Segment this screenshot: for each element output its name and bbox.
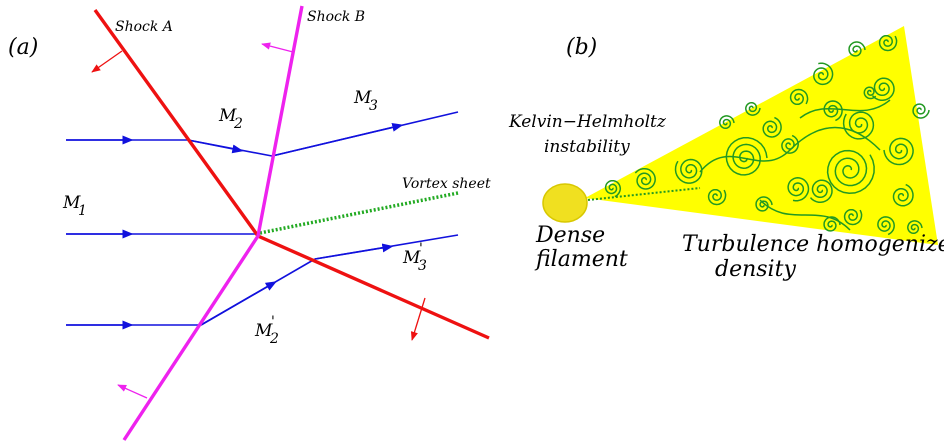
eddy-spiral-icon [813, 62, 834, 86]
m2-subscript: 2 [233, 116, 243, 132]
mach-m2-prime-label: M 2 ' [254, 314, 279, 347]
kh-label-line1: Kelvin−Helmholtz [508, 112, 667, 132]
streamlines [66, 111, 459, 330]
m1-subscript: 1 [78, 203, 87, 219]
eddy-group [604, 34, 930, 236]
shock-b [117, 5, 304, 441]
eddy-spiral-icon [719, 115, 735, 130]
vortex-sheet-line [259, 191, 459, 235]
eddy-spiral-icon [823, 100, 843, 122]
mach-m3-label: M 3 [353, 88, 378, 114]
filament-axis [587, 187, 701, 201]
eddy-spiral-icon [809, 179, 833, 204]
eddy-spiral-icon [755, 196, 773, 212]
mach-m1-label: M 1 [62, 193, 87, 219]
shock-a-label: Shock A [115, 19, 173, 35]
panel-b-tag: (b) [566, 35, 597, 60]
m3p-symbol: M [402, 248, 421, 268]
eddy-spiral-icon [863, 86, 877, 100]
eddy-spiral-icon [871, 77, 895, 102]
kh-label-line2: instability [544, 137, 630, 157]
eddy-spiral-icon [745, 101, 761, 116]
mach-m3-prime-label: M 3 ' [402, 241, 427, 274]
eddy-spiral-icon [762, 116, 782, 138]
eddy-spiral-icon [707, 188, 727, 206]
eddy-spiral-icon [823, 216, 841, 232]
turbulence-label-line1: Turbulence homogenizes [682, 232, 944, 257]
eddy-spiral-icon [912, 103, 930, 119]
shock-b-lower-normal-arrow-icon [117, 384, 148, 399]
eddy-wave-line [759, 199, 851, 231]
m2-symbol: M [218, 106, 237, 126]
eddy-wave-line [799, 99, 891, 119]
panel-a-tag: (a) [8, 35, 38, 60]
shock-a-lower-normal-arrow-icon [410, 297, 426, 341]
eddy-spiral-icon [848, 41, 866, 57]
eddy-spiral-icon [789, 88, 809, 106]
dense-filament-blob [542, 183, 588, 223]
eddy-spiral-icon [781, 134, 799, 154]
flow-arrowhead-icon [314, 243, 394, 260]
shock-a-normal-arrow-icon [91, 50, 123, 73]
eddy-spiral-icon [877, 216, 895, 236]
m3-symbol: M [353, 88, 372, 108]
panel-b: (b) Kelvin−Helmholtz instability Dense f… [508, 26, 944, 282]
shock-b-normal-arrow-icon [261, 42, 294, 53]
eddy-spiral-icon [843, 208, 863, 226]
eddy-spiral-icon [604, 179, 622, 198]
m3p-subscript: 3 [418, 258, 427, 274]
eddy-spiral-icon [787, 177, 810, 202]
vortex-sheet-label: Vortex sheet [402, 176, 491, 192]
m2p-subscript: 2 [269, 331, 279, 347]
eddy-spiral-icon [826, 149, 875, 195]
m1-symbol: M [62, 193, 81, 213]
eddy-spiral-icon [634, 167, 656, 190]
m3-subscript: 3 [369, 98, 378, 114]
eddy-spiral-icon [907, 220, 923, 235]
flow-arrowhead-icon [200, 281, 277, 326]
eddy-wave-line [699, 126, 881, 173]
eddy-spiral-icon [878, 34, 898, 52]
shock-b-label: Shock B [307, 9, 365, 25]
eddy-spiral-icon [674, 158, 703, 184]
eddy-spiral-icon [883, 137, 914, 166]
mach-m2-label: M 2 [218, 106, 243, 132]
flow-arrowhead-icon [271, 122, 404, 157]
turbulence-label-line2: density [715, 257, 796, 282]
eddy-spiral-icon [892, 183, 914, 207]
m2p-symbol: M [254, 321, 273, 341]
turbulence-cone [585, 26, 938, 245]
flow-arrowhead-icon [187, 139, 244, 154]
panel-a: (a) [8, 5, 491, 441]
shock-b-line [122, 5, 304, 441]
m3p-prime: ' [419, 241, 423, 257]
m2p-prime: ' [271, 314, 275, 330]
dense-label-line1: Dense [535, 223, 605, 248]
dense-label-line2: filament [534, 247, 628, 272]
